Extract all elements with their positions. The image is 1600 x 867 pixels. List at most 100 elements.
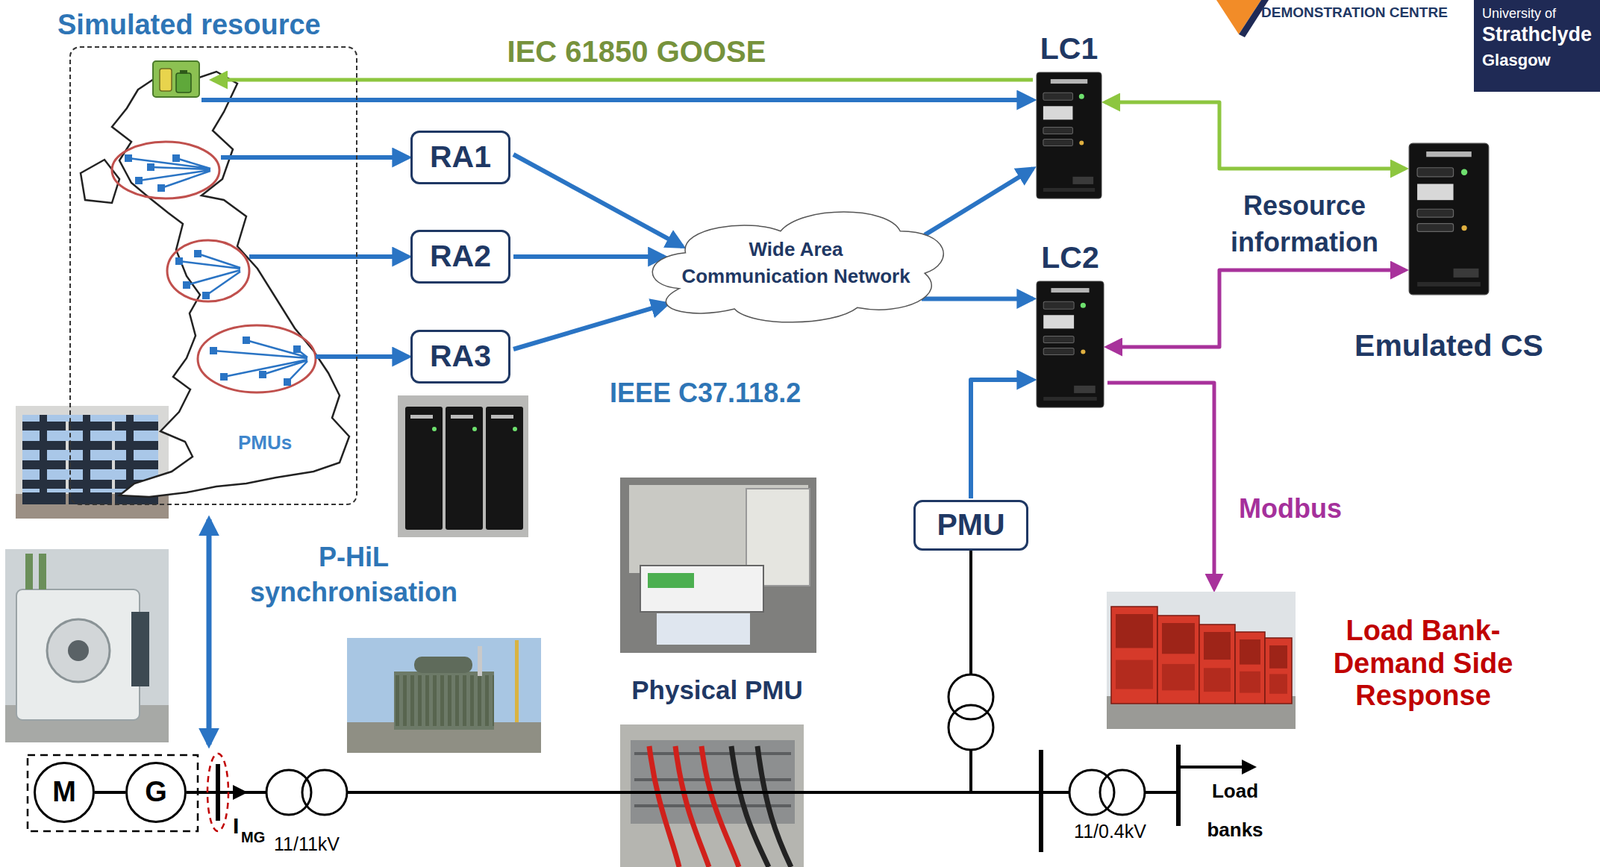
substation-photo (620, 724, 804, 867)
ra-devices-photo (512, 426, 518, 432)
pmu-dots (242, 336, 250, 345)
power-circuit (1038, 750, 1044, 853)
power-circuit (215, 764, 221, 821)
transformer-photo (394, 675, 495, 727)
pmu-dots (124, 154, 301, 386)
map-label: PMUs (235, 431, 295, 455)
relay-button (1417, 167, 1453, 177)
load-bank-vent (1203, 667, 1231, 692)
connector-line (212, 78, 1033, 83)
load-bank-label: Load Bank- Demand Side Response (1318, 614, 1528, 713)
pmu-dots (258, 370, 267, 379)
box-label: RA2 (429, 239, 492, 274)
load-bank-vent (1161, 664, 1195, 691)
power-circuit (186, 791, 267, 795)
relay-led (1080, 302, 1086, 309)
connector-line (513, 303, 668, 350)
region-box: Simulated resourcePMUs (69, 46, 358, 506)
load-bank-vent (1239, 639, 1261, 665)
relay-device (1035, 280, 1105, 409)
battery-icon (179, 70, 188, 74)
power-circuit (302, 770, 348, 815)
signal-subscript: MG (241, 829, 265, 847)
relay-led (1079, 94, 1085, 100)
gb-map (80, 159, 120, 203)
controller-device: Emulated CS (1408, 142, 1490, 296)
load-bank-vent (1269, 673, 1288, 694)
ra-devices-photo (410, 414, 433, 419)
connector-line (924, 168, 1033, 236)
generator-photo (25, 553, 33, 590)
relay-device (1035, 71, 1103, 200)
load-bank-vent (1269, 645, 1288, 669)
process-box: RA3 (410, 329, 511, 384)
power-circuit (969, 550, 973, 675)
power-circuit (347, 791, 1070, 795)
gb-map (80, 71, 350, 498)
cabinet-photo (15, 405, 169, 519)
pmu-dots (293, 345, 301, 353)
pmu-dots (124, 154, 133, 162)
relay-badge (1050, 79, 1088, 84)
transformer-photo (347, 638, 542, 753)
photo-caption: Physical PMU (616, 675, 818, 706)
pmu-cluster (128, 158, 211, 189)
pmu-dots (157, 184, 165, 192)
generator-photo (67, 640, 89, 662)
pmu-dots (175, 257, 183, 265)
pmu-dots (283, 378, 292, 386)
relay-vent (1043, 188, 1095, 192)
device-label: Emulated CS (1354, 328, 1544, 364)
pmu-dots (147, 163, 155, 171)
load-bank-vent (1115, 614, 1153, 649)
pmu-dots (209, 347, 218, 355)
edge-label: Modbus (1238, 492, 1342, 525)
relay-button (1043, 301, 1074, 309)
connector-line (315, 354, 409, 359)
ra-devices-photo (405, 406, 443, 530)
box-label: RA3 (429, 339, 492, 374)
generator-photo (16, 589, 140, 721)
load-bank-unit (1235, 632, 1265, 704)
power-circuit (27, 550, 1254, 853)
connector-line (201, 97, 1033, 103)
machine-label: M (52, 776, 77, 809)
connector-line (94, 791, 126, 795)
battery-icon (152, 61, 200, 98)
relay-badge (1050, 288, 1089, 293)
controller-device: LC2 (1035, 280, 1105, 409)
box-label: PMU (936, 508, 1005, 542)
connector-line (921, 296, 1033, 301)
ra-devices-photo (432, 426, 437, 432)
relay-case (1036, 281, 1104, 408)
substation-photo (731, 746, 792, 867)
load-bank-node: Load Bank- Demand Side Response (1106, 591, 1296, 730)
process-box: RA1 (410, 130, 511, 185)
transformer-photo (414, 656, 473, 674)
physical-pmu-photo (640, 565, 764, 612)
transformer-photo (394, 671, 495, 730)
relay-display (1417, 183, 1453, 200)
physical-pmu-photo (620, 477, 817, 653)
power-circuit (969, 750, 973, 793)
machine-circle: G (125, 761, 187, 824)
region-heading: Simulated resource (57, 8, 321, 42)
power-circuit (207, 753, 229, 832)
load-bank-vent (1239, 671, 1261, 694)
relay-device (1408, 142, 1490, 296)
relay-port (1453, 268, 1480, 278)
transformer-photo (477, 646, 483, 677)
battery-icon (152, 61, 200, 98)
cabinet-photo (15, 405, 169, 519)
rating-label: 11/11kV (264, 833, 349, 856)
sync-arrow (206, 519, 212, 745)
pndc-logo (1216, 0, 1269, 38)
pmu-cluster (213, 340, 308, 383)
current-arrow (232, 785, 248, 800)
process-box: RA2 (410, 229, 511, 284)
ra-devices-photo (397, 395, 529, 538)
relay-button (1417, 208, 1453, 218)
box-label: RA1 (429, 140, 492, 174)
load-bank-unit (1111, 606, 1158, 704)
